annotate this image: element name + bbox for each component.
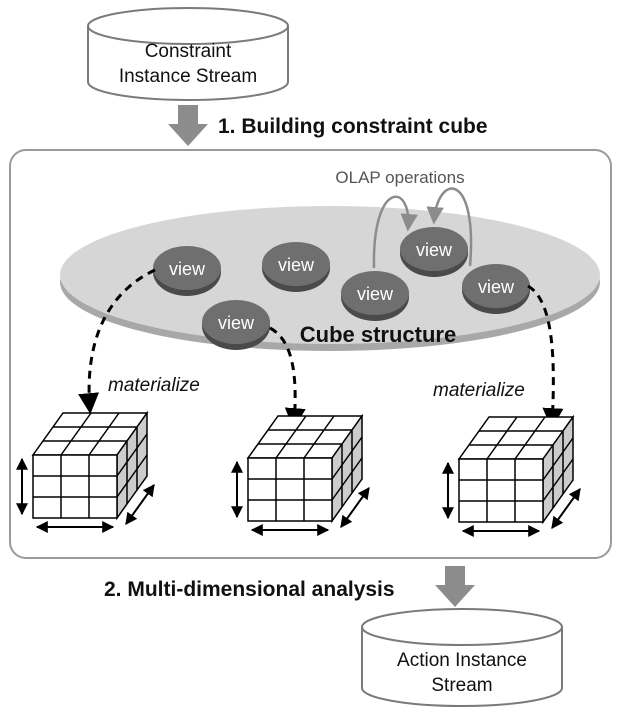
materialize-arrow-middle [269,326,306,430]
view-node-4: view [400,227,468,277]
view-label-5: view [478,277,515,297]
materialize-arrow-left [78,268,156,415]
source-label-line1: Constraint [145,41,232,62]
step2-arrow [435,566,475,607]
materialize-label-right: materialize [433,380,525,401]
sink-label-line2: Stream [431,675,492,696]
cube-right [442,414,581,537]
view-node-5: view [462,264,530,314]
view-node-6: view [202,300,270,350]
view-node-2: view [262,242,330,292]
view-node-3: view [341,271,409,321]
source-label-line2: Instance Stream [119,66,257,87]
view-label-4: view [416,240,453,260]
step2-label: 2. Multi-dimensional analysis [104,578,395,601]
step1-label: 1. Building constraint cube [218,115,488,138]
cube-structure-label: Cube structure [300,322,456,347]
step1-arrow [168,105,208,146]
source-cylinder: Constraint Instance Stream [87,7,289,101]
cube-left [16,410,155,533]
view-label-6: view [218,313,255,333]
olap-label: OLAP operations [335,168,464,187]
view-label-3: view [357,284,394,304]
sink-cylinder: Action Instance Stream [361,608,563,707]
materialized-cubes [16,410,581,537]
sink-label-line1: Action Instance [397,650,527,671]
olap-arrows [372,187,473,269]
cube-middle [231,413,370,536]
view-node-1: view [153,246,221,296]
materialize-label-left: materialize [108,375,200,396]
view-label-1: view [169,259,206,279]
view-label-2: view [278,255,315,275]
